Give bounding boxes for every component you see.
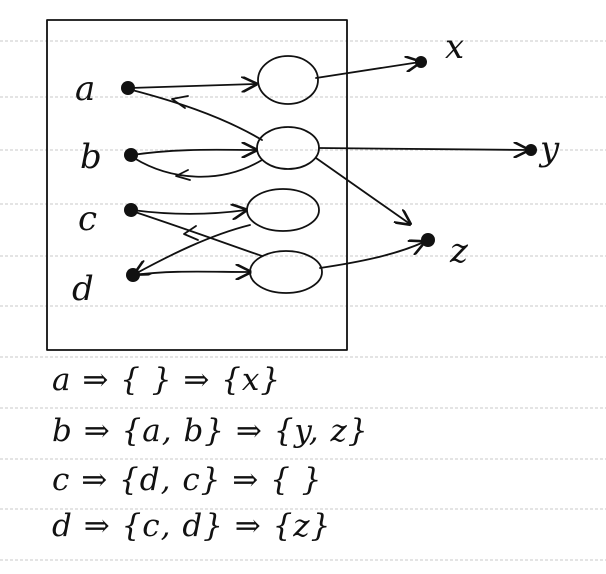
edge-node4-c (134, 211, 263, 257)
terminal-b (124, 148, 138, 162)
node1 (257, 55, 319, 105)
ruled-lines (0, 40, 606, 561)
terminal-x (415, 56, 427, 68)
inner-nodes (246, 55, 323, 294)
edge-node2-a (131, 89, 263, 141)
terminals (121, 56, 537, 282)
label-x: x (445, 27, 464, 67)
terminal-z (421, 233, 435, 247)
edge-b-node2 (131, 150, 256, 155)
edge-node2-b (133, 157, 263, 178)
equation-a: a ⇒ { } ⇒ {x} (52, 362, 282, 398)
label-y: y (538, 129, 560, 169)
equation-c: c ⇒ {d, c} ⇒ { } (52, 462, 323, 498)
label-b: b (80, 137, 102, 177)
edge-node2-z (315, 157, 410, 224)
edges (129, 62, 528, 275)
edge-node1-x (315, 62, 420, 79)
terminal-a (121, 81, 135, 95)
label-c: c (78, 199, 97, 239)
edge-node4-z (319, 242, 424, 269)
edge-node3-d (135, 224, 251, 274)
node2 (256, 126, 320, 170)
edge-a-node1 (129, 84, 256, 88)
equation-b: b ⇒ {a, b} ⇒ {y, z} (52, 413, 369, 449)
node4 (249, 250, 323, 294)
label-z: z (449, 231, 469, 271)
edge-node2-y (318, 148, 528, 150)
terminal-y (525, 144, 537, 156)
edge-d-node4 (134, 272, 250, 275)
terminal-d (126, 268, 140, 282)
equation-d: d ⇒ {c, d} ⇒ {z} (52, 508, 332, 544)
system-box (46, 19, 348, 351)
label-a: a (75, 69, 95, 109)
node3 (246, 188, 320, 232)
terminal-c (124, 203, 138, 217)
edge-c-node3 (131, 210, 246, 214)
labels: a b c d x y z (72, 27, 560, 309)
label-d: d (72, 269, 94, 309)
